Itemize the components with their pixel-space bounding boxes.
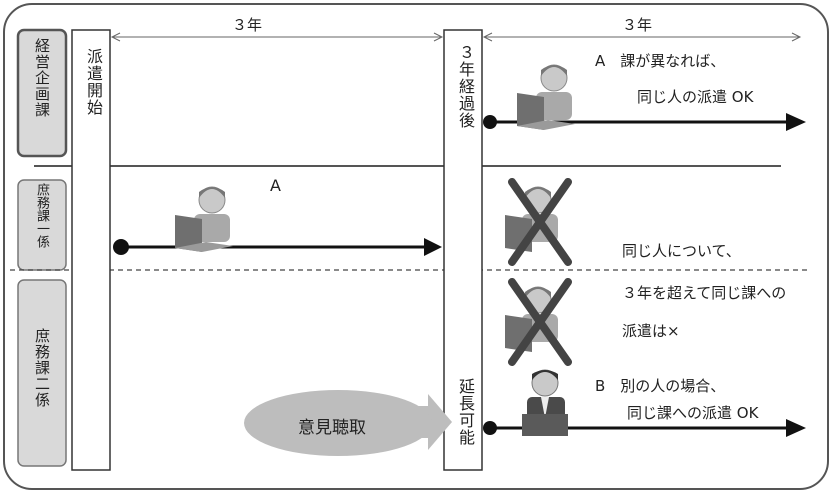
start-column-box: [71, 29, 111, 471]
person-a-row2-laptop-icon: [175, 186, 233, 252]
hearing-ellipse: [244, 390, 432, 456]
period-label-first: ３年: [232, 16, 263, 34]
period-arrow-second: [482, 32, 802, 42]
period-arrow-first: [110, 32, 444, 42]
column-label-start: 派遣開始: [84, 48, 103, 116]
period-label-second: ３年: [622, 16, 653, 34]
hearing-label: 意見聴取: [298, 418, 366, 438]
person-b-suit-icon: [522, 369, 568, 436]
dept-box-shomu2: [17, 279, 67, 467]
case-a-line1: A 課が異なれば、: [595, 52, 726, 70]
after-column-box: [443, 29, 483, 471]
case-b-line1: B 別の人の場合、: [595, 377, 726, 395]
timeline-row2: [113, 238, 442, 256]
case-a-line2: 同じ人の派遣 OK: [637, 88, 754, 106]
crossed-person-icon-2: [505, 278, 572, 366]
crossed-person-icon-1: [505, 178, 572, 266]
outer-frame: [3, 3, 829, 490]
note-line3: 派遣は×: [622, 322, 680, 340]
column-label-after: ３年経過後: [456, 44, 475, 129]
case-b-line2: 同じ課への派遣 OK: [627, 404, 759, 422]
case-a-row2-marker: A: [270, 176, 281, 195]
dept-box-keiei: [16, 28, 68, 158]
note-line2: ３年を超えて同じ課への: [622, 284, 787, 302]
dept-label-shomu2: 庶務課二係: [33, 328, 51, 408]
column-label-extension: 延長可能: [456, 378, 475, 446]
note-line1: 同じ人について、: [622, 242, 741, 260]
hearing-group: [244, 390, 452, 456]
person-a-laptop-icon: [517, 64, 575, 130]
dept-label-keiei: 経営企画課: [33, 38, 51, 118]
dept-label-shomu1: 庶務課一係: [34, 183, 49, 248]
